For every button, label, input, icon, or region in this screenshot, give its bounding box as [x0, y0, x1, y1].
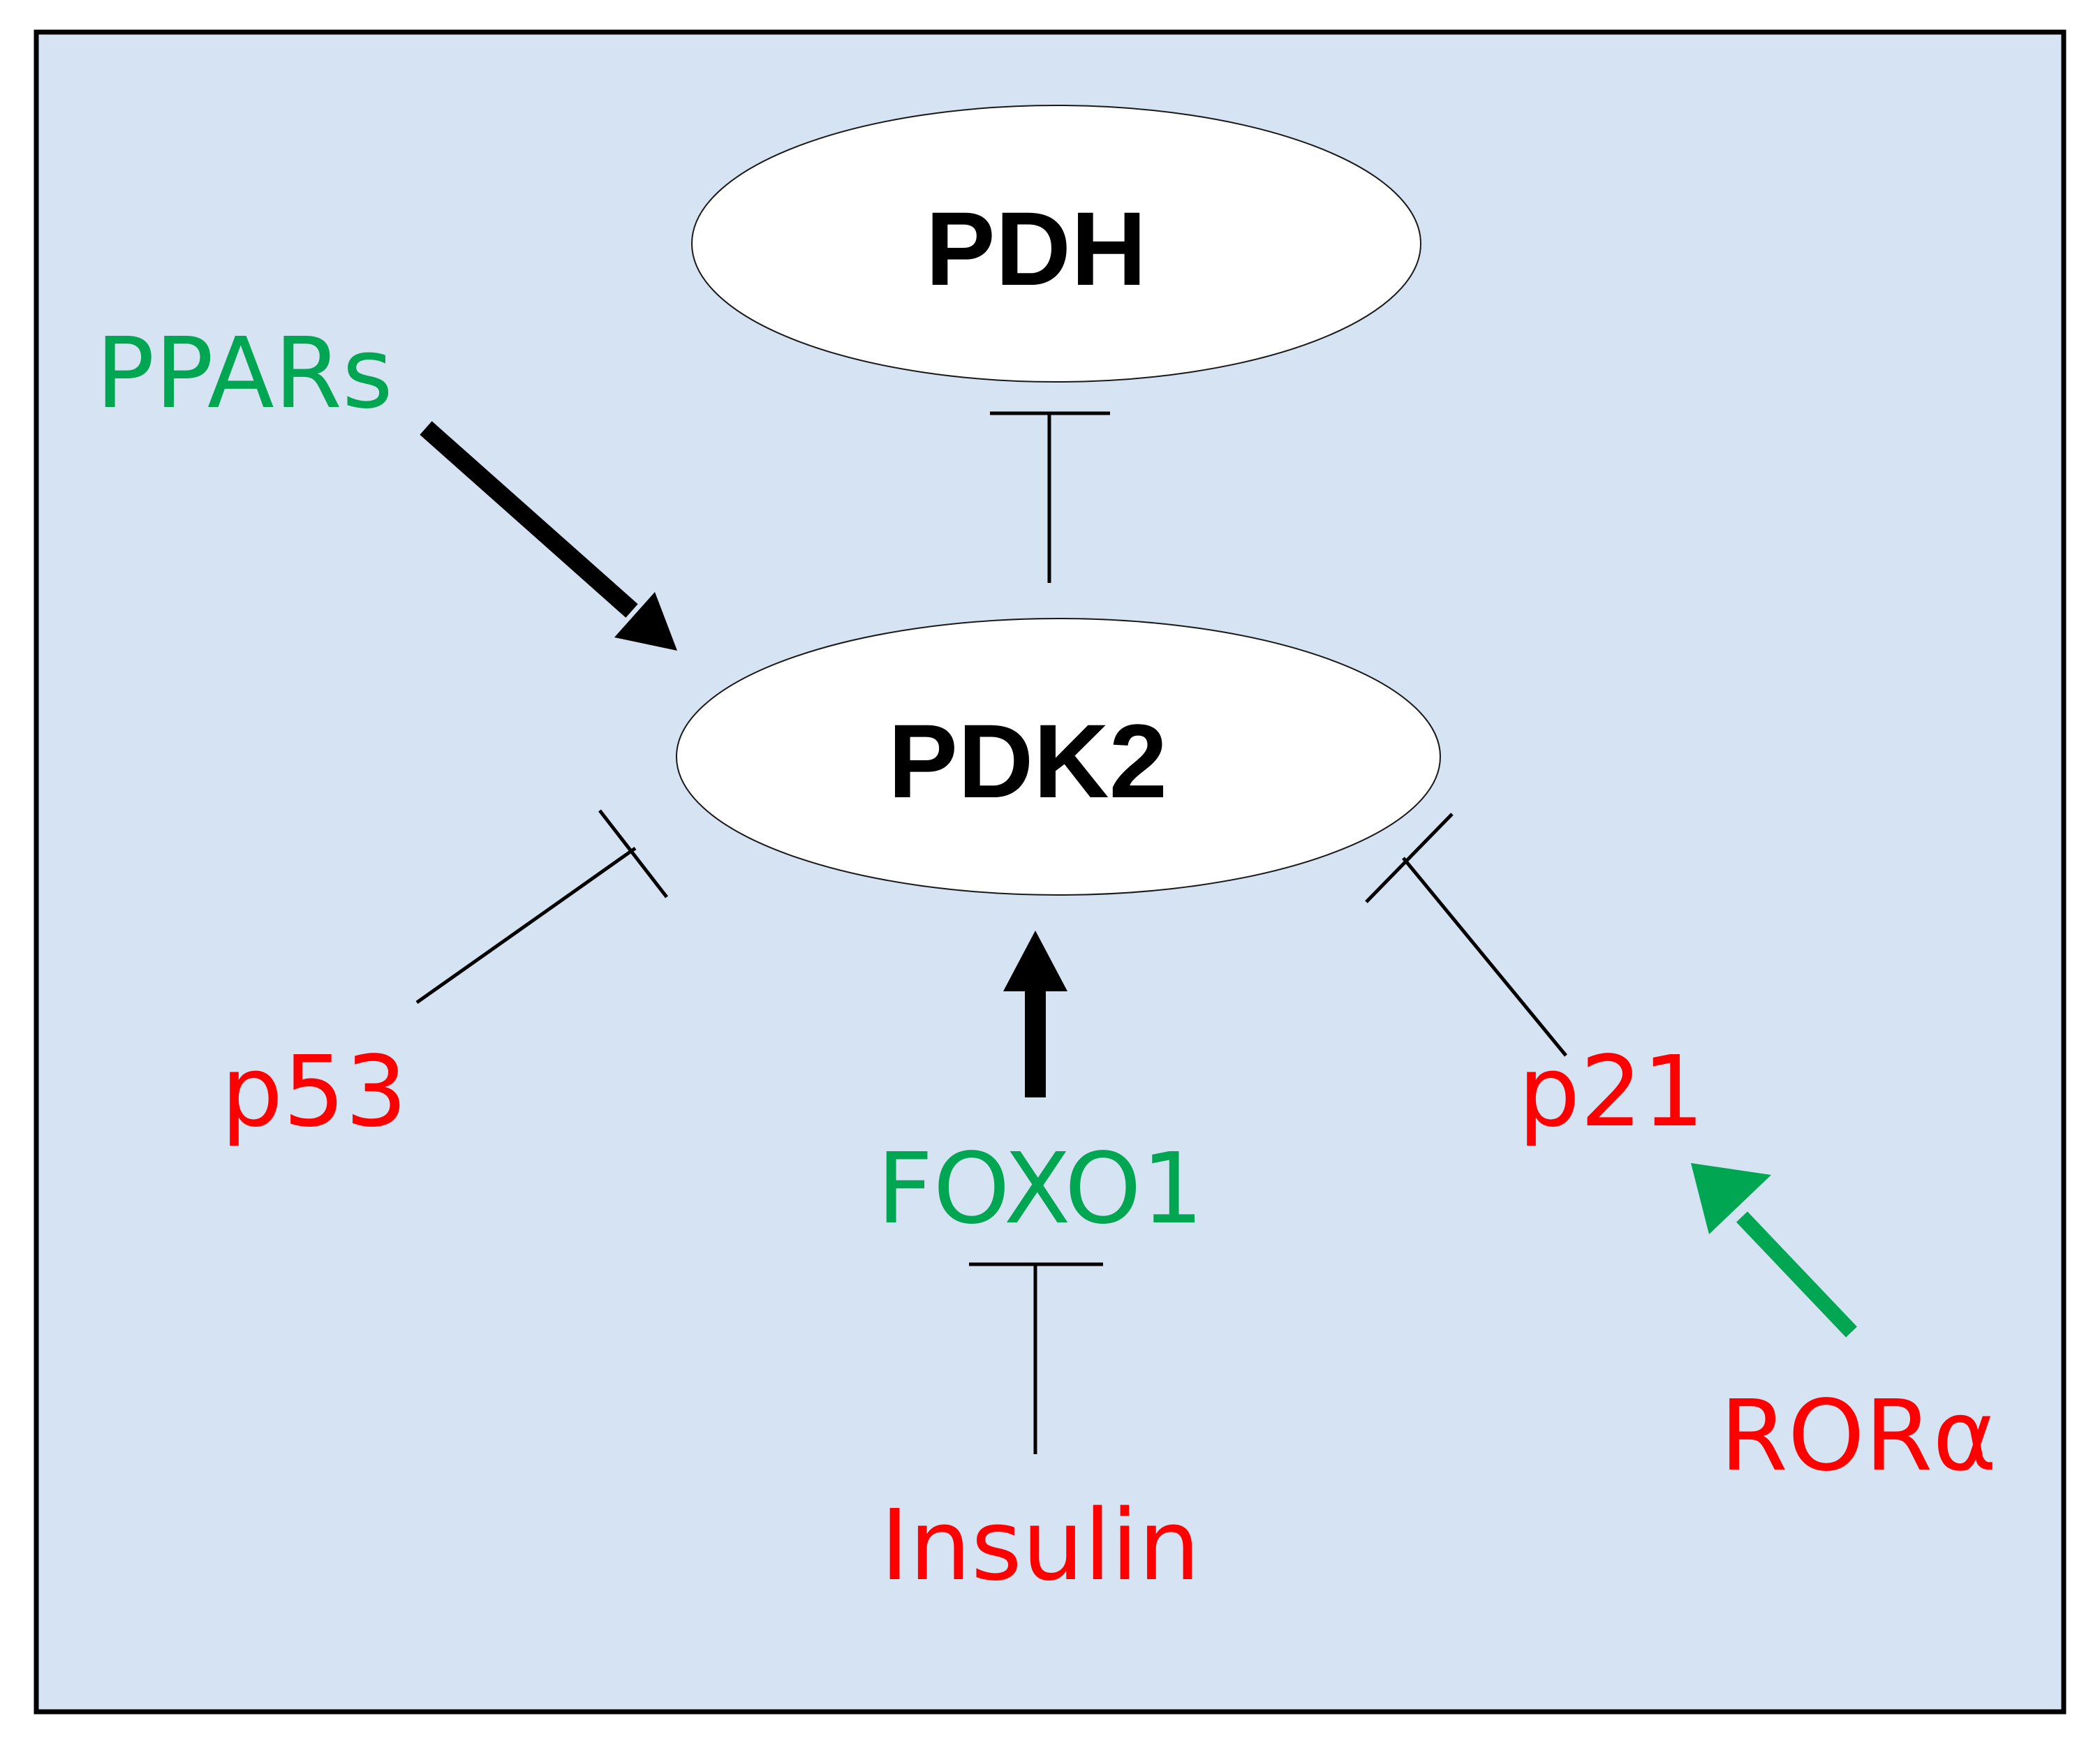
arrowhead: [1691, 1163, 1771, 1234]
pdk2-node: PDK2: [676, 618, 1441, 896]
edge-line: [415, 846, 637, 1005]
p21-label: p21: [1518, 1035, 1704, 1149]
ppars-label: PPARs: [96, 317, 393, 431]
edge-foxo1-activates-pdk2: [1003, 931, 1067, 1097]
insulin-label: Insulin: [880, 1489, 1200, 1603]
inhibition-bar: [598, 809, 668, 898]
pdh-label: PDH: [926, 190, 1147, 307]
rora-label: RORα: [1720, 1379, 1997, 1493]
p53-label: p53: [221, 1035, 407, 1149]
edge-p53-inhibits-pdk2: [415, 809, 668, 1005]
edge-pdk2-inhibits-pdh: [990, 411, 1110, 583]
edge-p21-inhibits-pdk2: [1365, 813, 1567, 1057]
edge-insulin-inhibits-foxo1: [969, 1262, 1103, 1454]
edge-line: [1736, 1211, 1857, 1338]
pdh-node: PDH: [691, 105, 1421, 383]
inhibition-bar: [1365, 813, 1454, 903]
edge-line: [1402, 857, 1567, 1057]
edge-ppars-activates-pdk2: [420, 421, 677, 651]
pdh-ellipse: [691, 105, 1421, 383]
edge-rora-activates-p21: [1691, 1163, 1857, 1338]
pdk2-ellipse: [676, 618, 1441, 896]
arrowhead: [1003, 931, 1067, 991]
foxo1-label: FOXO1: [877, 1132, 1204, 1246]
edge-line: [420, 421, 638, 618]
arrowhead: [614, 592, 677, 651]
pdk2-label: PDK2: [888, 702, 1167, 820]
